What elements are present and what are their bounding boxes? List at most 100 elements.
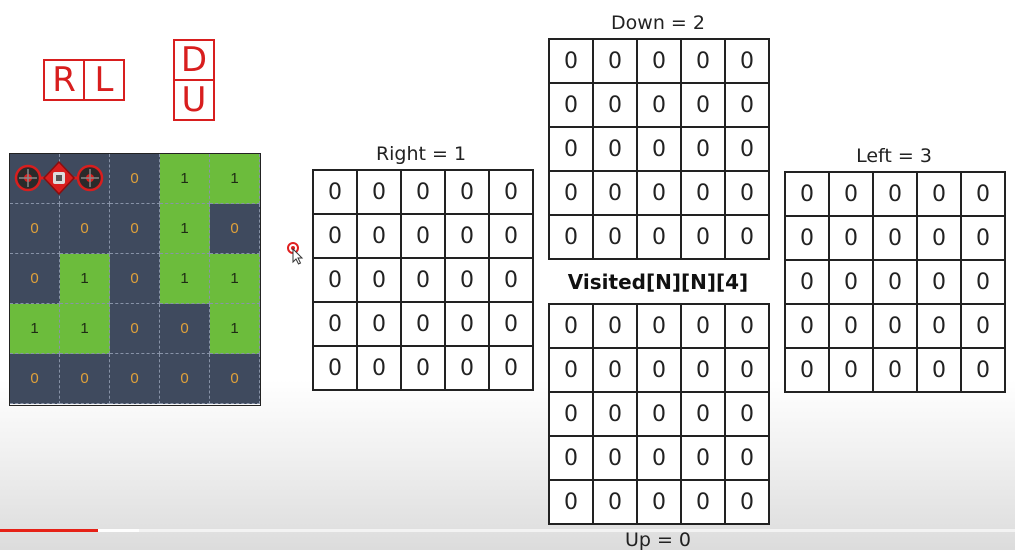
left-cell: 0 <box>785 172 829 216</box>
right-cell: 0 <box>489 302 533 346</box>
direction-u: U <box>175 79 213 120</box>
up-cell: 0 <box>593 436 637 480</box>
right-array-label: Right = 1 <box>375 143 467 165</box>
left-cell: 0 <box>785 304 829 348</box>
up-cell: 0 <box>637 348 681 392</box>
right-cell: 0 <box>489 346 533 390</box>
down-cell: 0 <box>593 83 637 127</box>
left-cell: 0 <box>785 216 829 260</box>
down-cell: 0 <box>725 127 769 171</box>
down-cell: 0 <box>593 171 637 215</box>
down-cell: 0 <box>681 215 725 259</box>
maze-cell: 0 <box>110 154 160 204</box>
right-cell: 0 <box>313 346 357 390</box>
left-cell: 0 <box>961 260 1005 304</box>
maze-cell: 0 <box>10 254 60 304</box>
right-cell: 0 <box>445 170 489 214</box>
maze-cell: 0 <box>110 204 160 254</box>
maze-cell: 1 <box>160 254 210 304</box>
up-cell: 0 <box>549 436 593 480</box>
video-progress-bar[interactable] <box>0 529 99 532</box>
down-cell: 0 <box>593 39 637 83</box>
right-cell: 0 <box>489 258 533 302</box>
maze-cell: 0 <box>10 204 60 254</box>
left-cell: 0 <box>873 216 917 260</box>
right-cell: 0 <box>445 302 489 346</box>
maze-cell: 1 <box>160 154 210 204</box>
right-cell: 0 <box>445 346 489 390</box>
maze-cell: 0 <box>10 354 60 404</box>
down-cell: 0 <box>725 215 769 259</box>
maze-cell: 0 <box>160 354 210 404</box>
right-cell: 0 <box>357 214 401 258</box>
down-cell: 0 <box>681 83 725 127</box>
down-cell: 0 <box>593 127 637 171</box>
down-cell: 0 <box>725 83 769 127</box>
up-cell: 0 <box>637 436 681 480</box>
maze-cell: 0 <box>110 304 160 354</box>
robot-icon <box>14 160 104 196</box>
left-cell: 0 <box>785 348 829 392</box>
up-cell: 0 <box>593 480 637 524</box>
down-cell: 0 <box>637 127 681 171</box>
up-cell: 0 <box>637 480 681 524</box>
down-cell: 0 <box>637 83 681 127</box>
right-cell: 0 <box>313 214 357 258</box>
left-cell: 0 <box>961 348 1005 392</box>
left-cell: 0 <box>961 172 1005 216</box>
left-cell: 0 <box>785 260 829 304</box>
up-cell: 0 <box>681 392 725 436</box>
left-cell: 0 <box>829 348 873 392</box>
right-cell: 0 <box>401 170 445 214</box>
down-cell: 0 <box>725 171 769 215</box>
rl-direction-box: R L <box>43 59 125 101</box>
up-cell: 0 <box>725 304 769 348</box>
down-cell: 0 <box>593 215 637 259</box>
right-cell: 0 <box>445 214 489 258</box>
maze-cell: 0 <box>110 254 160 304</box>
maze-cell: 1 <box>10 304 60 354</box>
up-cell: 0 <box>593 304 637 348</box>
left-cell: 0 <box>917 216 961 260</box>
left-cell: 0 <box>829 304 873 348</box>
up-cell: 0 <box>637 304 681 348</box>
maze-cell: 0 <box>60 354 110 404</box>
down-array-label: Down = 2 <box>611 12 705 34</box>
down-cell: 0 <box>549 171 593 215</box>
visited-label: Visited[N][N][4] <box>567 270 749 294</box>
left-array-label: Left = 3 <box>856 145 932 167</box>
maze-cell: 0 <box>210 204 260 254</box>
right-cell: 0 <box>401 214 445 258</box>
direction-r: R <box>52 60 76 100</box>
up-cell: 0 <box>681 348 725 392</box>
down-cell: 0 <box>637 39 681 83</box>
maze-cell: 1 <box>160 204 210 254</box>
maze-cell: 0 <box>60 204 110 254</box>
left-cell: 0 <box>873 304 917 348</box>
up-cell: 0 <box>549 348 593 392</box>
right-cell: 0 <box>313 170 357 214</box>
maze-cell: 0 <box>110 354 160 404</box>
left-cell: 0 <box>917 260 961 304</box>
down-cell: 0 <box>681 171 725 215</box>
down-cell: 0 <box>549 127 593 171</box>
left-cell: 0 <box>829 172 873 216</box>
right-cell: 0 <box>489 170 533 214</box>
video-progress-track[interactable] <box>0 529 1015 532</box>
left-cell: 0 <box>873 348 917 392</box>
left-cell: 0 <box>873 260 917 304</box>
up-cell: 0 <box>549 480 593 524</box>
maze-cell: 0 <box>210 354 260 404</box>
right-cell: 0 <box>401 302 445 346</box>
maze-cell: 1 <box>210 304 260 354</box>
up-cell: 0 <box>593 392 637 436</box>
right-cell: 0 <box>313 302 357 346</box>
maze-cell: 1 <box>60 254 110 304</box>
direction-d: D <box>180 40 208 80</box>
up-cell: 0 <box>681 304 725 348</box>
up-cell: 0 <box>725 392 769 436</box>
left-cell: 0 <box>829 216 873 260</box>
left-cell: 0 <box>829 260 873 304</box>
